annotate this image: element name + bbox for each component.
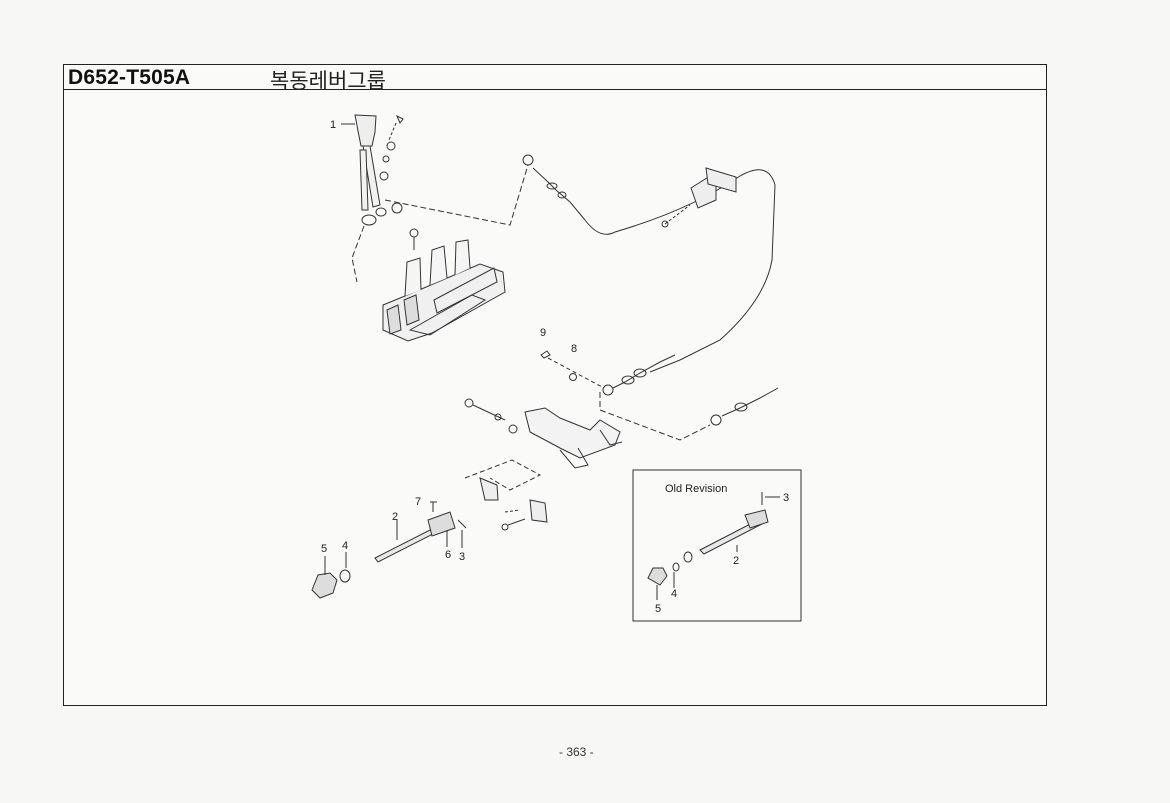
diagram-frame: D652-T505A 복동레버그룹 [63, 64, 1047, 706]
inset-callout-4: 4 [671, 588, 677, 600]
main-shaft-assembly [311, 501, 467, 599]
upper-cable [522, 154, 776, 373]
header-bar: D652-T505A 복동레버그룹 [64, 65, 1046, 93]
callout-4: 4 [342, 540, 348, 552]
callout-2: 2 [392, 511, 398, 523]
callout-6: 6 [445, 549, 451, 561]
callout-7: 7 [415, 496, 421, 508]
inset-callout-3: 3 [783, 492, 789, 504]
callout-9: 9 [540, 327, 546, 339]
lever-knob [354, 114, 387, 226]
callout-3: 3 [459, 551, 465, 563]
callout-1: 1 [330, 119, 336, 131]
inset-title: Old Revision [665, 483, 727, 495]
mount-bracket [464, 398, 623, 531]
page-number: - 363 - [559, 745, 594, 759]
part-group-title: 복동레버그룹 [270, 69, 386, 93]
control-valve-body [382, 228, 506, 342]
inset-shaft-assembly [647, 492, 780, 600]
callout-8: 8 [571, 343, 577, 355]
callout-5: 5 [321, 543, 327, 555]
lower-linkage [540, 350, 779, 441]
inset-callout-5: 5 [655, 603, 661, 615]
inset-callout-2: 2 [733, 555, 739, 567]
part-group-code: D652-T505A [68, 66, 191, 89]
